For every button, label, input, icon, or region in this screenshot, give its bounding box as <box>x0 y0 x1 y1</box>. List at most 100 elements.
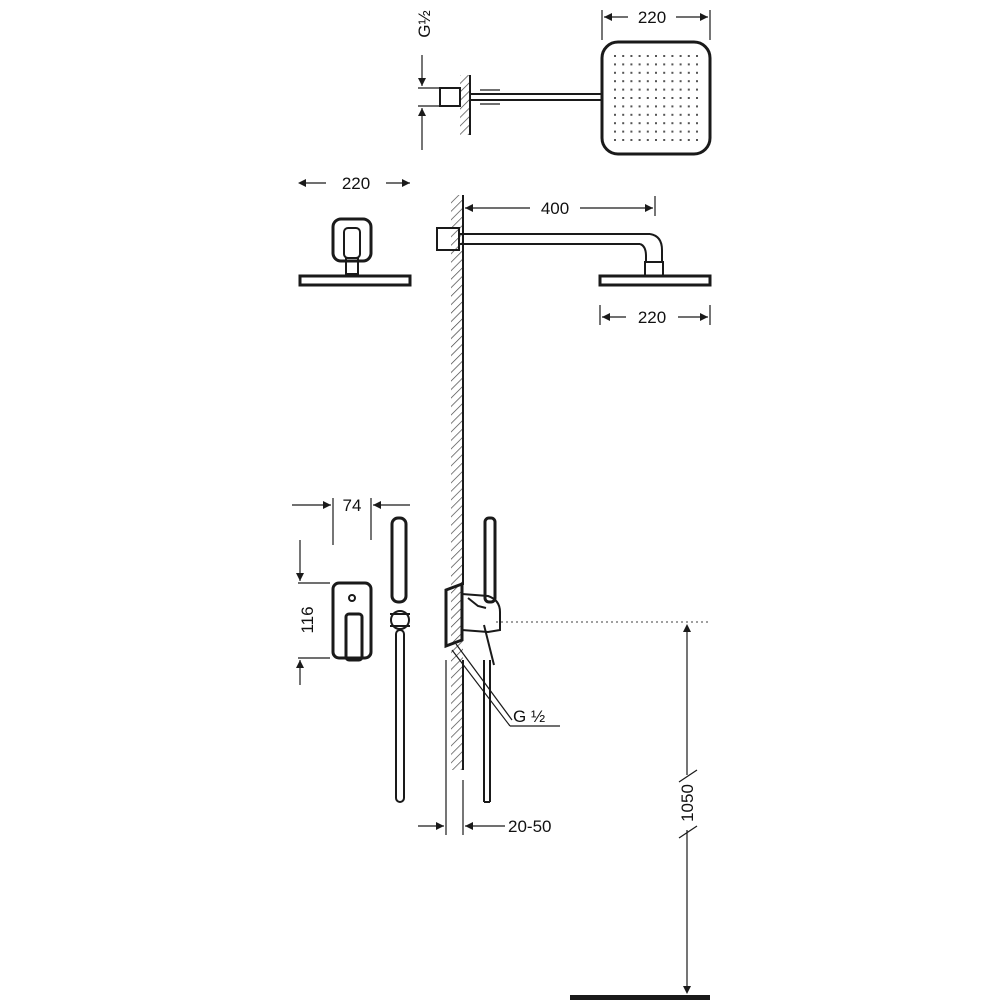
nozzle-dot <box>638 139 641 141</box>
nozzle-dot <box>696 130 698 133</box>
nozzle-dot <box>679 105 682 108</box>
nozzle-dot <box>630 80 633 83</box>
label-head-front-width: 220 <box>638 308 666 327</box>
mixer-plate <box>331 581 373 660</box>
nozzle-dot <box>614 55 616 57</box>
head-front-flange <box>331 217 373 263</box>
nozzle-dot <box>663 63 666 66</box>
label-head-top-width: 220 <box>638 8 666 27</box>
nozzle-dot <box>622 139 625 141</box>
nozzle-dot <box>687 88 690 91</box>
nozzle-dot <box>646 88 649 91</box>
nozzle-dot <box>638 55 641 57</box>
nozzle-dot <box>687 97 690 99</box>
label-mixer-height: 116 <box>298 606 317 633</box>
dimension-mixer-width: 74 <box>292 496 410 545</box>
nozzle-dot <box>646 63 649 66</box>
mixer-body-side <box>444 581 464 649</box>
floor-line <box>570 995 710 1000</box>
top-wall-section <box>460 75 470 135</box>
nozzle-dot <box>638 80 641 83</box>
nozzle-dot <box>630 71 633 74</box>
nozzle-dot <box>614 122 616 125</box>
nozzle-dot <box>696 122 698 125</box>
nozzle-dot <box>687 63 690 66</box>
nozzle-dot <box>655 139 657 141</box>
nozzle-dot <box>696 88 698 91</box>
dimension-wall-depth: 20-50 <box>418 660 551 836</box>
nozzle-dot <box>622 63 625 66</box>
nozzle-dot <box>679 139 682 141</box>
mixer-side-view: G ½ 20-50 <box>418 516 560 836</box>
nozzle-dot <box>655 71 657 74</box>
nozzle-dot <box>638 88 641 91</box>
nozzle-dot <box>655 130 657 133</box>
nozzle-dot <box>679 113 682 116</box>
dimension-arm-length: 400 <box>462 196 656 226</box>
nozzle-dot <box>671 88 674 91</box>
nozzle-dot <box>663 88 666 91</box>
nozzle-dot <box>687 113 690 116</box>
nozzle-dot <box>663 130 666 133</box>
nozzle-dot <box>687 71 690 74</box>
nozzle-dot <box>671 105 674 108</box>
nozzle-dot <box>679 130 682 133</box>
nozzle-dot <box>671 71 674 74</box>
nozzle-dot <box>630 139 633 141</box>
nozzle-dot <box>630 130 633 133</box>
front-view-head: 220 <box>298 174 412 287</box>
nozzle-dot <box>696 105 698 108</box>
hand-shower-side <box>483 516 497 604</box>
nozzle-dot <box>687 80 690 83</box>
nozzle-dot <box>696 80 698 83</box>
label-outlet-thread-bottom: G ½ <box>513 707 545 726</box>
head-front-plate <box>298 274 412 287</box>
dimension-head-front-width: 220 <box>599 305 711 327</box>
nozzle-dot <box>622 80 625 83</box>
nozzle-dot <box>646 113 649 116</box>
dimension-mixer-height: 116 <box>296 540 330 685</box>
nozzle-dot <box>671 97 674 99</box>
shower-head-top-view <box>600 40 712 156</box>
nozzle-dot <box>679 97 682 99</box>
nozzle-dot <box>663 122 666 125</box>
nozzle-dot <box>671 63 674 66</box>
hand-shower-front <box>390 516 408 604</box>
nozzle-dot <box>630 97 633 99</box>
nozzle-dot <box>622 122 625 125</box>
nozzle-dot <box>638 130 641 133</box>
nozzle-dot <box>671 55 674 57</box>
nozzle-dot <box>655 63 657 66</box>
nozzle-dot <box>646 80 649 83</box>
label-wall-depth: 20-50 <box>508 817 551 836</box>
nozzle-dot <box>646 97 649 99</box>
nozzle-dot <box>671 130 674 133</box>
nozzle-dot <box>622 113 625 116</box>
nozzle-dot <box>630 63 633 66</box>
dimension-head-top-width: 220 <box>601 8 711 40</box>
nozzle-dot <box>663 55 666 57</box>
nozzle-dot <box>614 71 616 74</box>
nozzle-dot <box>696 71 698 74</box>
nozzle-dot <box>655 80 657 83</box>
side-view-main: 400 220 <box>436 195 712 770</box>
nozzle-dot <box>622 55 625 57</box>
nozzle-dot <box>638 113 641 116</box>
nozzle-dot <box>614 113 616 116</box>
nozzle-dot <box>696 63 698 66</box>
nozzle-dot <box>622 105 625 108</box>
nozzle-dot <box>646 139 649 141</box>
nozzle-dot <box>663 139 666 141</box>
top-wall-flange <box>439 87 461 107</box>
nozzle-dot <box>646 122 649 125</box>
nozzle-dot <box>614 63 616 66</box>
nozzle-dot <box>622 97 625 99</box>
nozzle-dot <box>630 55 633 57</box>
nozzle-dot <box>687 105 690 108</box>
nozzle-dot <box>638 97 641 99</box>
nozzle-dot <box>655 105 657 108</box>
nozzle-dot <box>655 88 657 91</box>
nozzle-dot <box>638 63 641 66</box>
nozzle-dot <box>663 105 666 108</box>
